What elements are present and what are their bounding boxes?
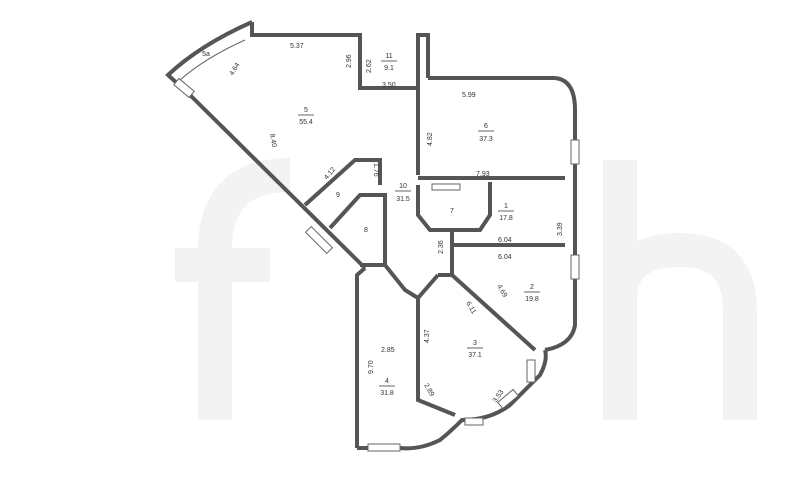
room-1: 117.8 (498, 203, 514, 222)
room-5: 555.4 (298, 107, 314, 126)
label: 6 (484, 123, 488, 130)
room-3: 337.1 (467, 340, 483, 359)
room-2: 219.8 (524, 284, 540, 303)
label: 7.93 (476, 171, 490, 178)
label: 37.1 (468, 352, 482, 359)
label: 4.64 (229, 62, 242, 77)
label: 2.96 (346, 54, 353, 68)
label: 5.99 (462, 92, 476, 99)
label: 2.62 (366, 59, 373, 73)
label: 6.04 (498, 254, 512, 261)
label: 2.89 (422, 383, 435, 398)
label: 4.82 (427, 132, 434, 146)
label: 3 (473, 340, 477, 347)
label: 31.5 (396, 196, 410, 203)
label: 7 (450, 208, 454, 215)
label: 5 (304, 107, 308, 114)
label: 4 (385, 378, 389, 385)
label: 31.8 (380, 390, 394, 397)
label: 5.37 (290, 43, 304, 50)
label: 4.37 (424, 329, 431, 343)
room-5a: 5a (202, 51, 210, 58)
room-6: 637.3 (478, 123, 494, 143)
label: 1 (504, 203, 508, 210)
room-10: 10 31.5 (395, 183, 411, 203)
room-8: 8 (364, 227, 368, 234)
label: 4.69 (495, 284, 508, 299)
walls (165, 20, 580, 452)
label: 8 (364, 227, 368, 234)
room-7: 7 (450, 208, 454, 215)
label: 9 (336, 192, 340, 199)
label: 17.8 (499, 215, 513, 222)
label: 6.11 (464, 301, 477, 316)
label: 19.8 (525, 296, 539, 303)
label: 9.70 (368, 360, 375, 374)
label: 9.1 (384, 65, 394, 72)
label: 11 (385, 53, 392, 60)
label: 2.36 (438, 240, 445, 254)
label: 2 (530, 284, 534, 291)
room-11: 119.1 (381, 53, 397, 72)
label: 2.85 (381, 347, 395, 354)
label: 1.76 (372, 163, 379, 177)
label: 3.39 (557, 222, 564, 236)
label: 37.3 (479, 136, 493, 143)
label: 6.04 (498, 237, 512, 244)
label: 5a (202, 51, 210, 58)
watermark (175, 158, 757, 420)
label: 3.50 (382, 82, 396, 89)
room-9: 9 (336, 192, 340, 199)
label: 10 (399, 183, 407, 190)
room-4: 431.8 (379, 378, 395, 397)
label: 55.4 (299, 119, 313, 126)
dimension-labels: 5.37 4.64 2.96 2.62 3.50 5.99 4.82 8.40 … (229, 43, 564, 404)
label: 8.40 (268, 133, 277, 148)
